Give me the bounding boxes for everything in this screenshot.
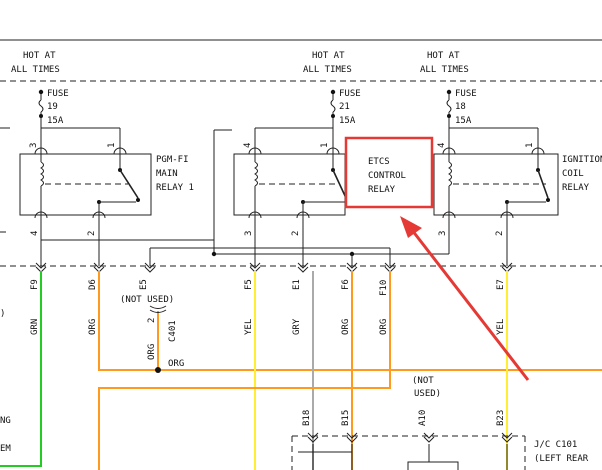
svg-text:2: 2 bbox=[87, 231, 97, 236]
svg-text:4: 4 bbox=[437, 143, 447, 148]
svg-text:J/C C101: J/C C101 bbox=[534, 440, 577, 450]
svg-text:ALL TIMES: ALL TIMES bbox=[11, 65, 60, 75]
svg-text:15A: 15A bbox=[339, 116, 356, 126]
jc-arrow-3 bbox=[501, 432, 513, 443]
svg-text:RELAY: RELAY bbox=[562, 183, 590, 193]
svg-text:ORG: ORG bbox=[147, 344, 157, 360]
relay-ignition-coil: 4 1 3 2 IGNITION COIL RELAY bbox=[433, 143, 602, 236]
svg-text:3: 3 bbox=[244, 231, 254, 236]
svg-text:15A: 15A bbox=[455, 116, 472, 126]
svg-text:4: 4 bbox=[30, 231, 40, 236]
svg-text:): ) bbox=[0, 309, 5, 319]
jc-arrow-1 bbox=[346, 432, 358, 443]
svg-text:2: 2 bbox=[147, 318, 157, 323]
svg-text:EM: EM bbox=[0, 444, 11, 454]
fuse-21: FUSE 21 15A bbox=[254, 89, 361, 150]
svg-text:RELAY: RELAY bbox=[368, 185, 396, 195]
terminal-pin-f6: F6 bbox=[341, 279, 351, 290]
terminal-pin-f9: F9 bbox=[30, 279, 40, 290]
wire-color-f10: ORG bbox=[379, 319, 389, 335]
relay-pgm-fi-main-1: 3 1 4 2 PGM-FI MAIN RELAY 1 bbox=[19, 143, 194, 236]
svg-text:ETCS: ETCS bbox=[368, 157, 390, 167]
svg-text:ALL TIMES: ALL TIMES bbox=[303, 65, 352, 75]
svg-text:C401: C401 bbox=[168, 320, 178, 342]
fuse-18: FUSE 18 15A bbox=[446, 89, 539, 150]
terminal-pin-d6: D6 bbox=[88, 279, 98, 290]
colored-wires bbox=[0, 271, 602, 470]
svg-text:PGM-FI: PGM-FI bbox=[156, 155, 189, 165]
org-splice-dot bbox=[155, 367, 161, 373]
svg-text:(NOT USED): (NOT USED) bbox=[120, 295, 174, 305]
svg-text:HOT AT: HOT AT bbox=[23, 51, 56, 61]
svg-text:NG: NG bbox=[0, 416, 11, 426]
svg-text:MAIN: MAIN bbox=[156, 169, 178, 179]
etcs-relay-label: ETCS CONTROL RELAY bbox=[368, 157, 406, 195]
jc-arrow-0 bbox=[307, 432, 319, 443]
fuse-19: FUSE 19 15A bbox=[38, 89, 121, 150]
svg-text:ALL TIMES: ALL TIMES bbox=[420, 65, 469, 75]
svg-text:1: 1 bbox=[107, 143, 117, 148]
wire-color-e7: YEL bbox=[496, 319, 506, 335]
svg-text:B15: B15 bbox=[341, 410, 351, 426]
jc-c101: J/C C101 (LEFT REAR bbox=[291, 435, 589, 470]
terminal-arrow-2 bbox=[144, 262, 156, 273]
svg-text:FUSE: FUSE bbox=[47, 89, 69, 99]
red-pointer-arrow bbox=[400, 216, 530, 381]
wire-color-f6: ORG bbox=[341, 319, 351, 335]
jc-arrow-2 bbox=[423, 432, 435, 443]
connector-c401: 2 C401 ORG (NOT USED) bbox=[120, 295, 178, 360]
wire-color-labels: GRN ORG YEL GRY ORG ORG YEL bbox=[30, 318, 506, 335]
svg-text:2: 2 bbox=[291, 231, 301, 236]
highlight-box bbox=[344, 136, 434, 209]
jc-wires bbox=[298, 444, 508, 470]
terminal-pin-f10: F10 bbox=[379, 280, 389, 296]
hot-label-1: HOT AT ALL TIMES bbox=[11, 51, 60, 75]
svg-text:21: 21 bbox=[339, 102, 350, 112]
wire-color-e1: GRY bbox=[292, 318, 302, 335]
terminal-pin-labels: F9 D6 E5 F5 E1 F6 F10 E7 bbox=[30, 279, 506, 296]
svg-text:3: 3 bbox=[438, 231, 448, 236]
svg-text:HOT AT: HOT AT bbox=[312, 51, 345, 61]
relay-etcs-control: 4 1 3 2 bbox=[233, 143, 347, 236]
svg-text:1: 1 bbox=[320, 143, 330, 148]
wire-color-f5: YEL bbox=[244, 319, 254, 335]
hot-label-2: HOT AT ALL TIMES bbox=[303, 51, 352, 75]
svg-text:19: 19 bbox=[47, 102, 58, 112]
svg-text:CONTROL: CONTROL bbox=[368, 171, 406, 181]
svg-text:(LEFT REAR: (LEFT REAR bbox=[534, 454, 589, 464]
terminal-pin-e1: E1 bbox=[292, 279, 302, 290]
wire-color-d6: ORG bbox=[88, 319, 98, 335]
svg-text:(NOT: (NOT bbox=[412, 376, 434, 386]
terminal-pin-f5: F5 bbox=[244, 279, 254, 290]
svg-text:USED): USED) bbox=[414, 389, 441, 399]
svg-text:B18: B18 bbox=[302, 410, 312, 426]
svg-text:1: 1 bbox=[525, 143, 535, 148]
svg-text:COIL: COIL bbox=[562, 169, 584, 179]
svg-text:15A: 15A bbox=[47, 116, 64, 126]
svg-text:RELAY 1: RELAY 1 bbox=[156, 183, 194, 193]
svg-text:HOT AT: HOT AT bbox=[427, 51, 460, 61]
svg-text:FUSE: FUSE bbox=[455, 89, 477, 99]
jc-arrows bbox=[307, 432, 513, 443]
hot-label-3: HOT AT ALL TIMES bbox=[420, 51, 469, 75]
left-edge-text: ) NG EM bbox=[0, 309, 11, 454]
jc-pin-labels: B18 B15 A10 B23 bbox=[302, 410, 506, 426]
svg-text:IGNITION: IGNITION bbox=[562, 155, 602, 165]
terminal-arrow-4 bbox=[297, 262, 309, 273]
not-used-label-2: (NOT USED) bbox=[412, 376, 441, 399]
svg-text:FUSE: FUSE bbox=[339, 89, 361, 99]
bus-wiring bbox=[0, 127, 508, 266]
svg-text:B23: B23 bbox=[496, 410, 506, 426]
svg-text:18: 18 bbox=[455, 102, 466, 112]
svg-text:A10: A10 bbox=[418, 410, 428, 426]
org-splice-label: ORG bbox=[168, 359, 184, 369]
svg-text:4: 4 bbox=[243, 143, 253, 148]
wire-color-f9: GRN bbox=[30, 319, 40, 335]
svg-text:3: 3 bbox=[29, 143, 39, 148]
svg-text:2: 2 bbox=[495, 231, 505, 236]
terminal-pin-e7: E7 bbox=[496, 279, 506, 290]
terminal-pin-e5: E5 bbox=[139, 279, 149, 290]
